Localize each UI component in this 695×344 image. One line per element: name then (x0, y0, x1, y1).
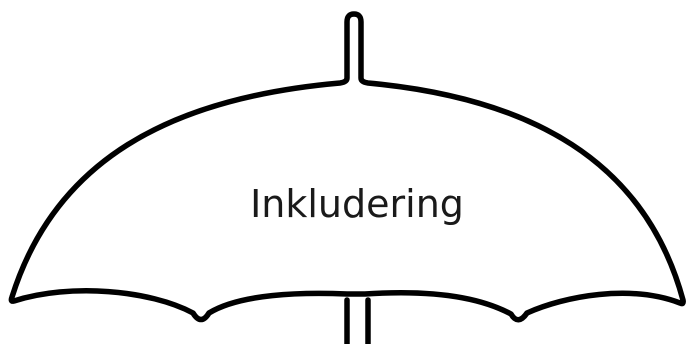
umbrella-canopy (11, 14, 683, 320)
umbrella-shaft (347, 300, 368, 344)
umbrella-label: Inkludering (250, 182, 464, 226)
